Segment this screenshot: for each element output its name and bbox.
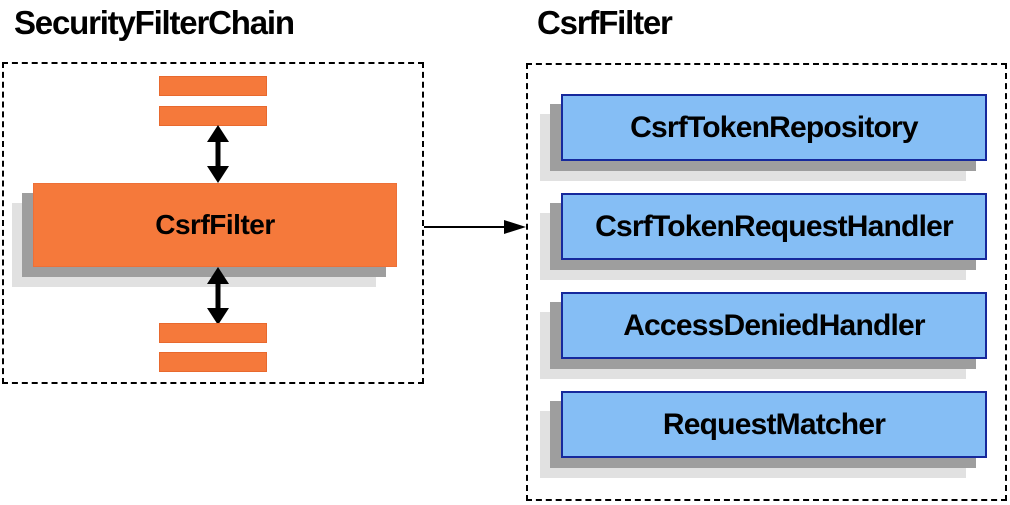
component-label: AccessDeniedHandler [623, 308, 925, 342]
component-label: CsrfTokenRepository [630, 110, 918, 144]
component-label: CsrfTokenRequestHandler [595, 209, 954, 243]
request-matcher-box: RequestMatcher [561, 391, 987, 458]
bidirectional-arrow-icon [207, 125, 229, 183]
csrf-filter-box: CsrfFilter [33, 183, 397, 267]
component-label: RequestMatcher [662, 407, 886, 441]
csrf-filter-box-label: CsrfFilter [155, 209, 275, 240]
csrf-token-repository-box: CsrfTokenRepository [561, 94, 987, 161]
security-filter-chain-panel: CsrfFilter [2, 62, 424, 384]
security-filter-chain-title: SecurityFilterChain [14, 4, 295, 41]
csrf-token-request-handler-box: CsrfTokenRequestHandler [561, 193, 987, 260]
filter-placeholder-bar [159, 76, 267, 96]
bidirectional-arrow-icon [207, 267, 229, 325]
right-arrow-icon [424, 220, 526, 234]
filter-placeholder-bar [159, 106, 267, 126]
csrf-filter-title: CsrfFilter [537, 4, 673, 41]
csrf-filter-panel: CsrfTokenRepository CsrfTokenRequestHand… [526, 63, 1007, 501]
filter-placeholder-bar [159, 352, 267, 372]
filter-placeholder-bar [159, 323, 267, 343]
access-denied-handler-box: AccessDeniedHandler [561, 292, 987, 359]
